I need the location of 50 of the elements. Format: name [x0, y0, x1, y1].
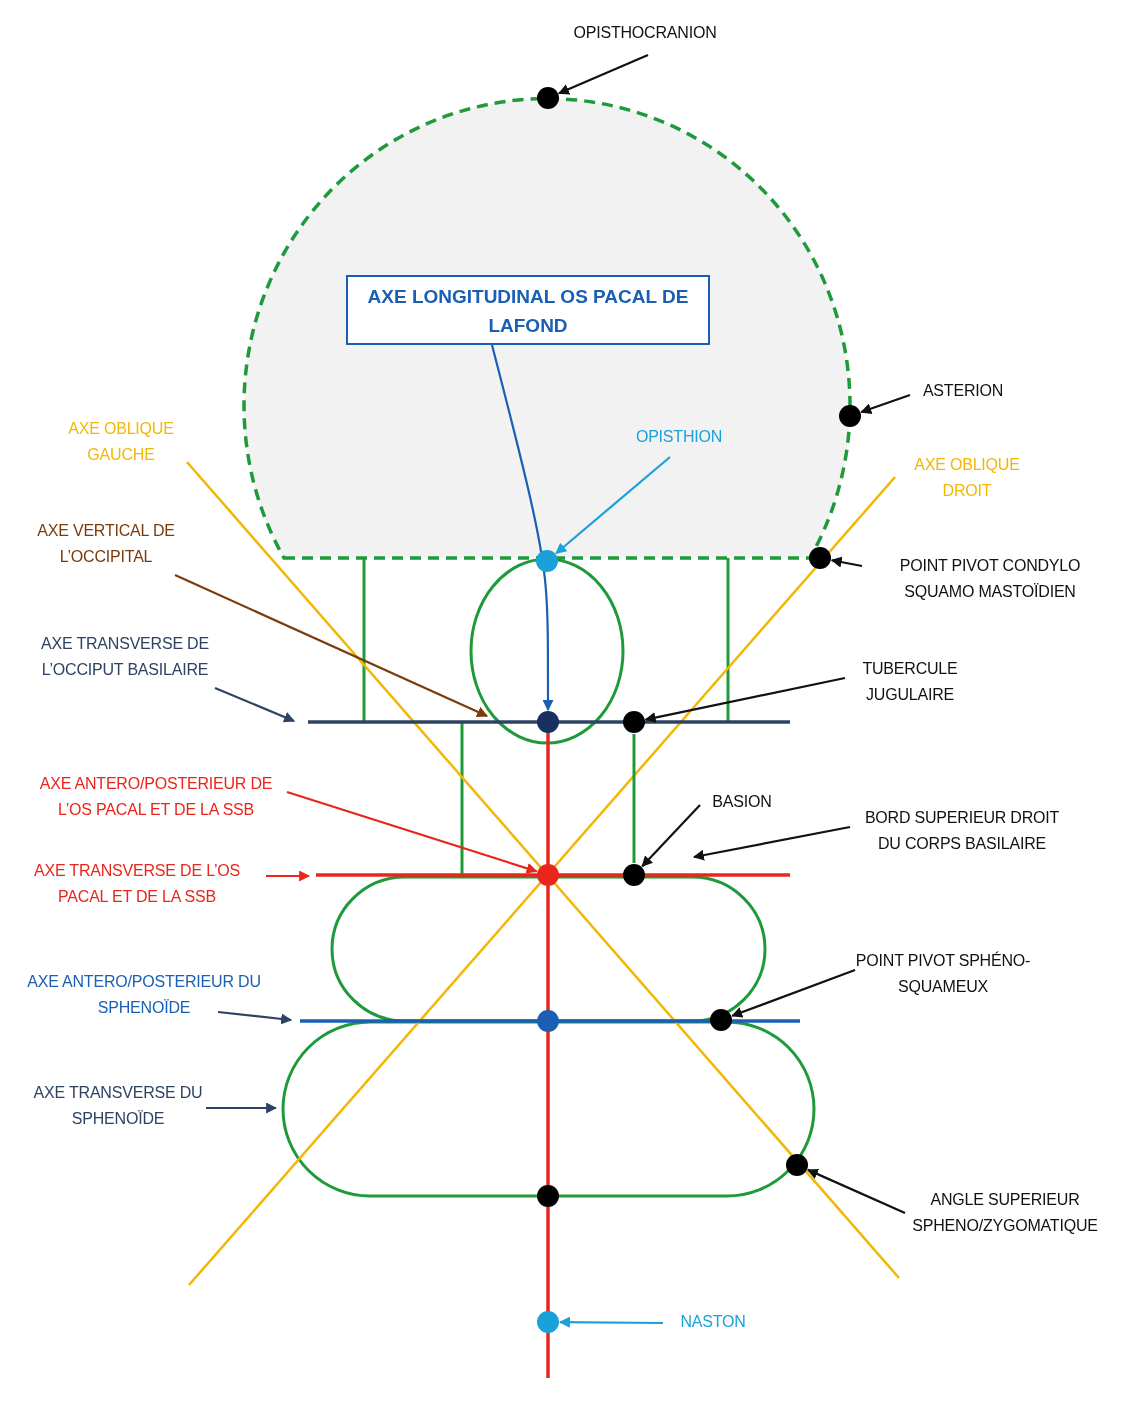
annotation-label: ASTERION — [898, 378, 1028, 404]
leader-arrow — [214, 687, 295, 723]
leader-arrow — [641, 804, 701, 868]
annotation-label: AXE TRANSVERSE DE L’OCCIPUT BASILAIRE — [0, 631, 250, 683]
leader-arrow — [830, 556, 863, 568]
annotation-label: AXE VERTICAL DE L’OCCIPITAL — [6, 518, 206, 570]
landmark-dot — [537, 1311, 559, 1333]
annotation-label: POINT PIVOT CONDYLO SQUAMO MASTOÏDIEN — [865, 553, 1115, 605]
annotation-label: AXE ANTERO/POSTERIEUR DU SPHENOÏDE — [19, 969, 269, 1021]
leader-arrow — [555, 456, 671, 555]
leader-arrow — [806, 1168, 906, 1214]
axis-title-box: AXE LONGITUDINAL OS PACAL DE LAFOND — [346, 275, 710, 345]
leader-arrow — [558, 54, 649, 95]
annotation-label: AXE TRANSVERSE DU SPHENOÏDE — [28, 1080, 208, 1132]
annotation-label: ANGLE SUPERIEUR SPHENO/ZYGOMATIQUE — [890, 1187, 1120, 1239]
landmark-dot — [537, 1185, 559, 1207]
landmark-dot — [786, 1154, 808, 1176]
annotation-label: NASTON — [663, 1309, 763, 1335]
annotation-label: AXE TRANSVERSE DE L’OS PACAL ET DE LA SSB — [7, 858, 267, 910]
landmark-dot — [623, 864, 645, 886]
landmark-dot — [537, 711, 559, 733]
leader-arrow — [490, 344, 554, 712]
landmark-dot — [839, 405, 861, 427]
axis-label: AXE OBLIQUE DROIT — [913, 455, 1021, 501]
annotation-label: POINT PIVOT SPHÉNO-SQUAMEUX — [848, 948, 1038, 1000]
annotation-label: OPISTHOCRANION — [525, 20, 765, 46]
annotation-label: AXE ANTERO/POSTERIEUR DE L’OS PACAL ET DE LA SSB — [21, 771, 291, 823]
leader-arrow — [860, 393, 911, 414]
landmark-dot — [536, 550, 558, 572]
leader-arrow — [206, 1102, 278, 1114]
landmark-dot — [623, 711, 645, 733]
leader-arrow — [266, 870, 311, 882]
landmark-dot — [537, 1010, 559, 1032]
leader-arrow — [731, 968, 856, 1018]
landmark-dot — [710, 1009, 732, 1031]
landmark-dot — [809, 547, 831, 569]
leader-arrow — [286, 790, 538, 874]
axis-label: AXE OBLIQUE GAUCHE — [67, 419, 175, 465]
annotation-label: TUBERCULE JUGULAIRE — [840, 656, 980, 708]
annotation-label: BORD SUPERIEUR DROIT DU CORPS BASILAIRE — [852, 805, 1072, 857]
connector-bar — [632, 734, 636, 863]
leader-arrow — [558, 1316, 663, 1328]
annotation-label: BASION — [692, 789, 792, 815]
leader-arrow — [692, 825, 851, 861]
landmark-dot — [537, 87, 559, 109]
leader-arrow — [644, 676, 846, 723]
annotation-label: OPISTHION — [604, 424, 754, 450]
landmark-dot — [537, 864, 559, 886]
leader-arrow — [174, 574, 488, 717]
leader-arrow — [217, 1010, 293, 1025]
